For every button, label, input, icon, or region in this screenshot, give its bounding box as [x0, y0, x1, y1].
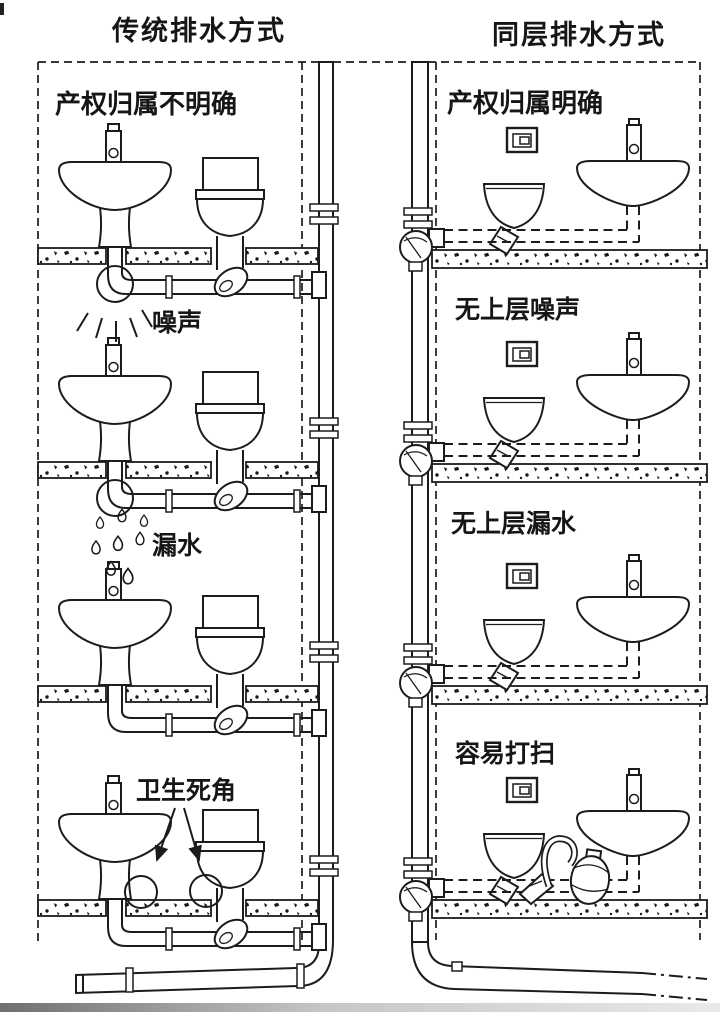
no-noise-label: 无上层噪声: [455, 296, 580, 324]
dead-corner-highlight: [124, 807, 223, 909]
scan-edge: [0, 1003, 720, 1012]
scan-mark: [0, 3, 4, 15]
left-panel-title: 传统排水方式: [111, 15, 286, 46]
no-leak-label: 无上层漏水: [451, 510, 577, 538]
pipe-coupling: [451, 961, 463, 972]
pipe-coupling: [125, 967, 134, 993]
traditional-soil-stack: [75, 61, 334, 995]
right-panel-label: 产权归属明确: [447, 88, 603, 118]
leak-label: 漏水: [152, 532, 203, 560]
fading-pipe-line: [641, 993, 708, 1001]
vacuum-cleaner-icon: [518, 835, 611, 906]
right-floor-4: [398, 767, 709, 923]
left-panel-label: 产权归属不明确: [55, 89, 237, 119]
dead-corner-label: 卫生死角: [136, 777, 236, 805]
right-panel-title: 同层排水方式: [492, 19, 666, 50]
right-floor-1: [398, 117, 709, 273]
fading-pipe-line: [641, 972, 708, 980]
easy-clean-label: 容易打扫: [455, 739, 555, 768]
noise-label: 噪声: [152, 309, 202, 337]
right-floor-3: [398, 553, 709, 709]
left-floor-3: [37, 561, 339, 742]
pipe-coupling: [296, 963, 305, 989]
left-floor-1: [37, 123, 339, 304]
same-floor-soil-stack: [411, 61, 708, 1001]
arrow-icon: [154, 807, 176, 862]
noise-highlight: [76, 265, 153, 342]
property-boundaries: [37, 61, 701, 946]
noise-rays-icon: [76, 309, 153, 342]
arrow-icon: [183, 807, 202, 862]
leak-highlight: [91, 479, 149, 585]
left-floor-2: [37, 337, 339, 518]
right-floor-2: [398, 331, 709, 487]
